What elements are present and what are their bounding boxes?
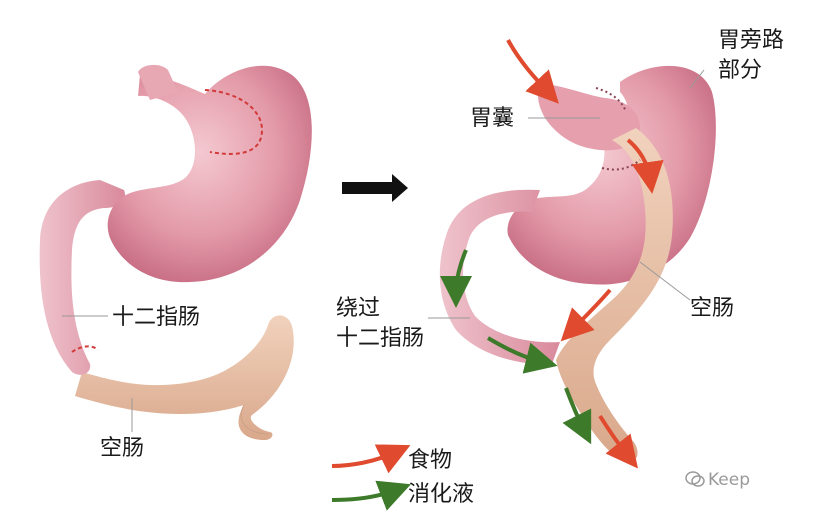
left-jejunum bbox=[75, 315, 294, 440]
left-stomach bbox=[107, 65, 312, 283]
roux-limb-jejunum bbox=[556, 128, 673, 462]
legend-food-arrow bbox=[331, 444, 411, 474]
left-pouch-cut-line bbox=[204, 89, 264, 155]
bypass-duodenum bbox=[439, 189, 560, 365]
gastric-pouch bbox=[537, 84, 640, 151]
jejunum-label-left: 空肠 bbox=[100, 436, 145, 461]
food-arrow-4 bbox=[598, 414, 638, 469]
jejunum-label-right: 空肠 bbox=[690, 296, 735, 321]
left-duodenum bbox=[39, 180, 126, 375]
juice-arrow-3 bbox=[562, 387, 592, 445]
bypass-part-label-line2: 部分 bbox=[718, 58, 763, 83]
transition-arrow bbox=[342, 174, 408, 202]
bypass-duodenum-label-line1: 绕过 bbox=[336, 296, 381, 321]
bypass-duodenum-label-line2: 十二指肠 bbox=[336, 326, 425, 351]
normal-stomach-group bbox=[39, 64, 312, 440]
juice-arrow-2 bbox=[486, 336, 558, 374]
bypass-part-label-line1: 胃旁路 bbox=[718, 28, 785, 53]
food-arrow-1 bbox=[506, 39, 559, 104]
juice-arrow-1 bbox=[440, 249, 473, 308]
legend-juice-arrow bbox=[331, 480, 411, 511]
watermark-text: Keep bbox=[708, 470, 751, 490]
wechat-icon bbox=[685, 471, 705, 487]
legend-food-label: 食物 bbox=[408, 448, 453, 473]
legend-juice-label: 消化液 bbox=[408, 482, 475, 507]
bypass-stomach-group bbox=[428, 39, 716, 469]
food-arrow-3 bbox=[560, 288, 612, 342]
food-arrow-2 bbox=[626, 138, 664, 194]
duodenum-label-left: 十二指肠 bbox=[112, 305, 201, 330]
pouch-label: 胃囊 bbox=[470, 106, 515, 131]
